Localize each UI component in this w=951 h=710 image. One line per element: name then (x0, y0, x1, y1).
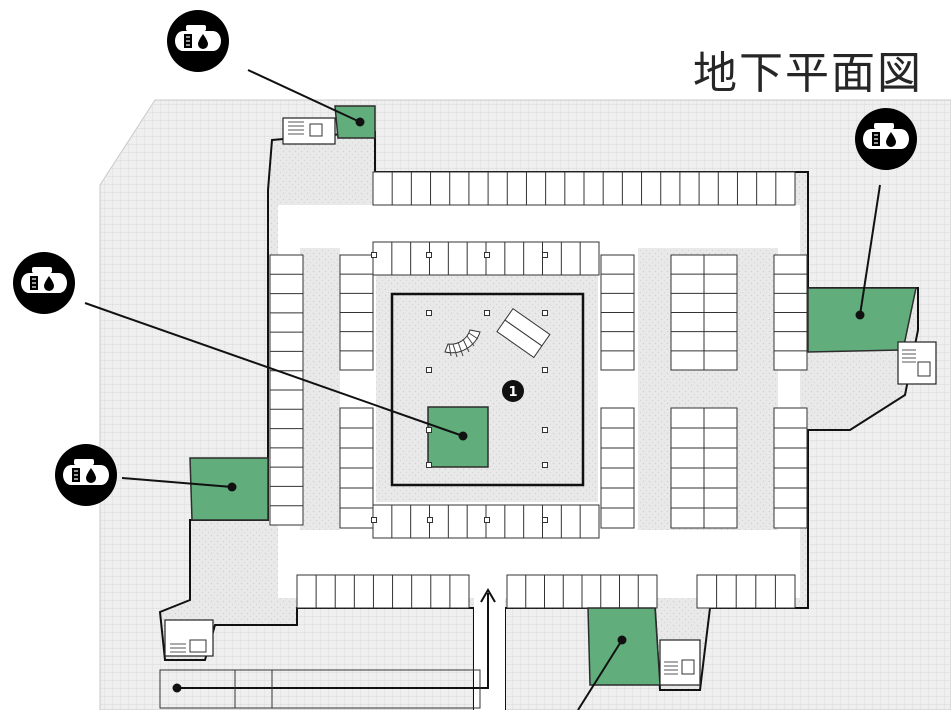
column (426, 252, 432, 258)
marker-1 (502, 380, 524, 402)
stairwell-se (659, 639, 701, 686)
leader-line (859, 184, 881, 316)
column (542, 462, 548, 468)
column (542, 427, 548, 433)
spiral-staircase (444, 329, 481, 358)
marker-1-label: 1 (508, 385, 517, 400)
page-title: 地下平面図 (693, 48, 923, 99)
parking-stall-row (296, 574, 470, 609)
stairwell-e (897, 341, 937, 385)
parking-stall-row (696, 574, 796, 609)
column (371, 252, 377, 258)
callout-leaders (84, 69, 881, 710)
column (542, 310, 548, 316)
stairwell-nw (282, 117, 336, 145)
column (371, 517, 377, 523)
column (542, 517, 548, 523)
escalator (496, 307, 551, 359)
car-entry-route (172, 588, 496, 693)
water-tank-room (587, 607, 661, 686)
water-tank-room (334, 105, 376, 139)
leader-line (247, 69, 361, 123)
leader-line (577, 639, 623, 710)
column (426, 462, 432, 468)
atrium-area (376, 274, 598, 502)
leader-line (84, 302, 464, 437)
column (484, 310, 490, 316)
leader-line (121, 477, 233, 488)
drive-aisle (278, 205, 800, 598)
water-tank-icon (167, 10, 229, 72)
atrium-columns (371, 252, 548, 523)
column (427, 517, 433, 523)
water-tank-rooms (189, 105, 917, 686)
entry-gate (159, 669, 481, 709)
column (484, 252, 490, 258)
stairwell-sw (164, 619, 214, 657)
column (542, 252, 548, 258)
column (426, 367, 432, 373)
water-tank-icon (855, 108, 917, 170)
column (426, 427, 432, 433)
column (542, 367, 548, 373)
column (484, 517, 490, 523)
water-tank-icon (13, 252, 75, 314)
atrium-frame (390, 292, 585, 487)
parking-stalls (269, 171, 808, 609)
water-tank-icon (55, 444, 117, 506)
entry-ramp (474, 598, 505, 710)
column (426, 310, 432, 316)
water-tank-room (427, 406, 489, 468)
